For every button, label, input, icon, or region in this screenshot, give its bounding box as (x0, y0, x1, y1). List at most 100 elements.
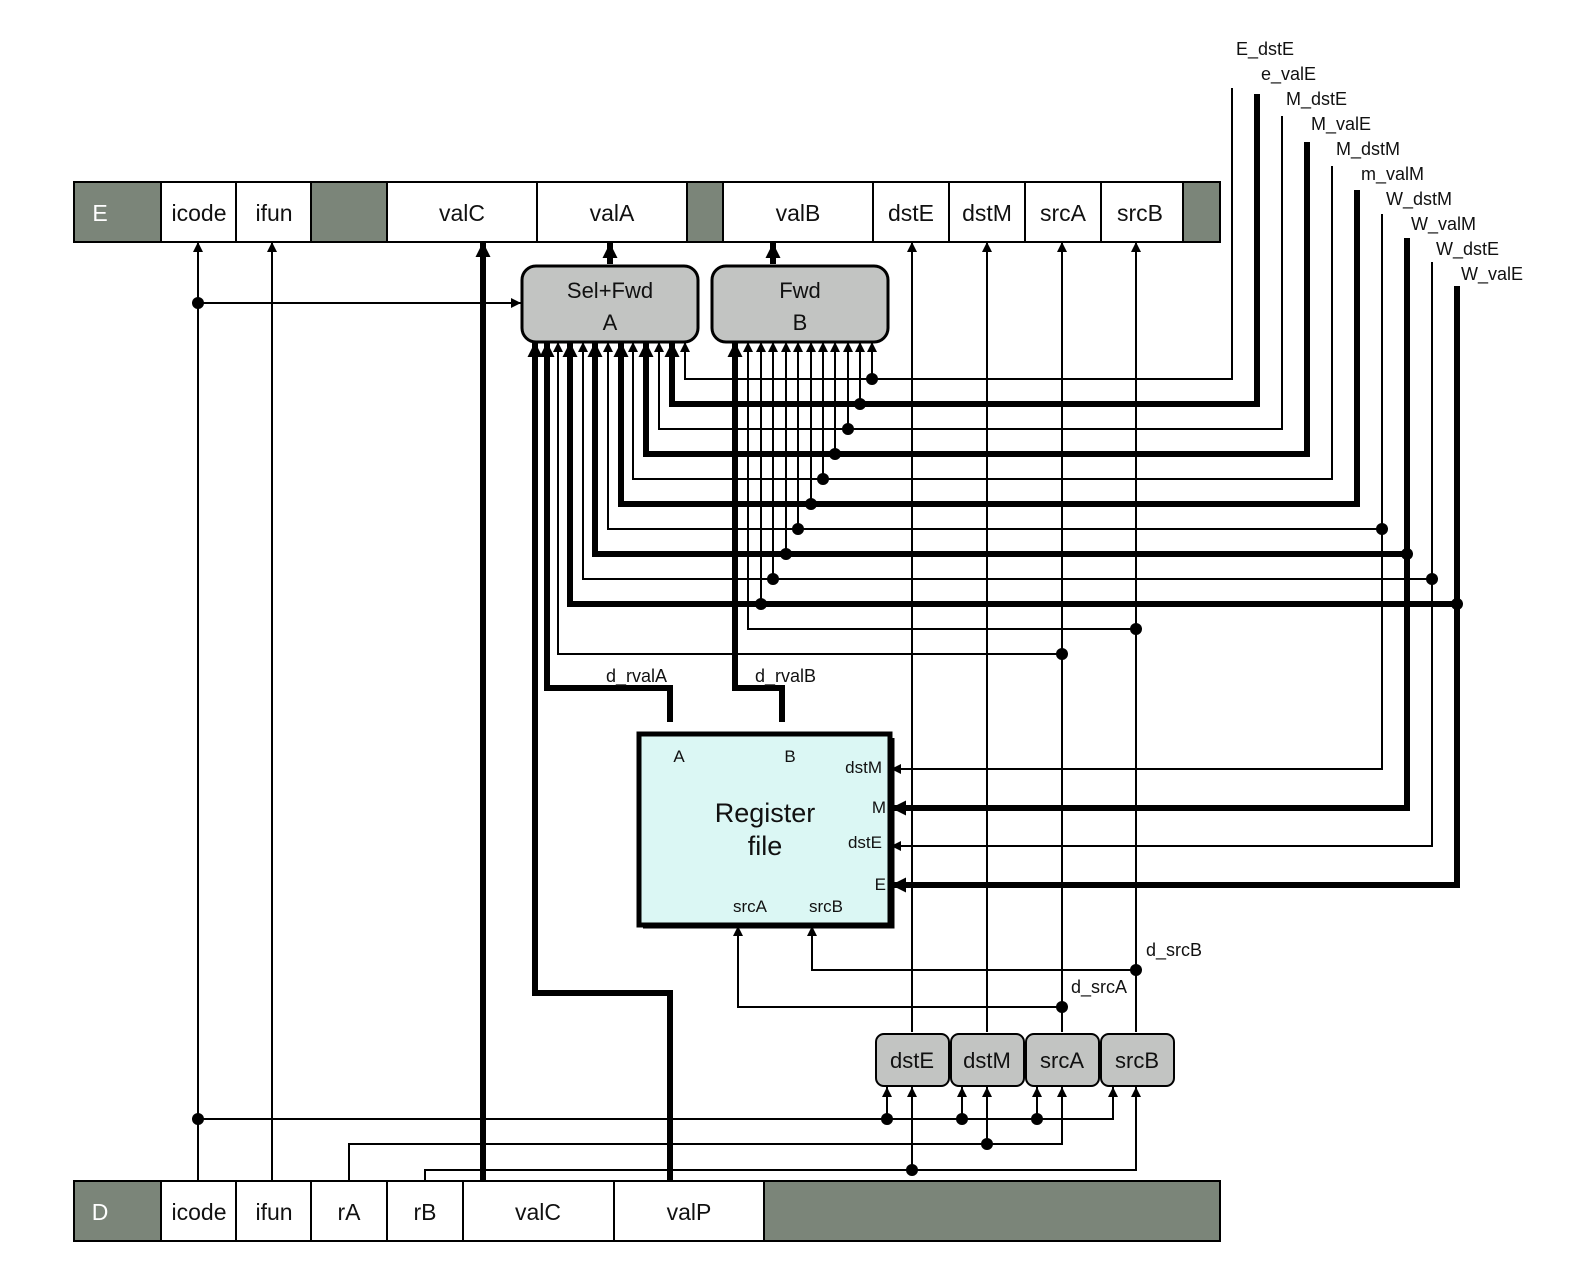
signal-W-dstE: W_dstE (1436, 239, 1499, 260)
wire-icode-to-decode (198, 1087, 1118, 1120)
signal-e-valE: e_valE (1261, 64, 1316, 85)
fwd-b-title: Fwd (779, 278, 821, 303)
wire-d-srcA (733, 926, 1062, 1008)
d-field-rB: rB (414, 1199, 437, 1225)
junction-dot (780, 548, 792, 560)
e-register-label-cell (73, 181, 162, 243)
junction-dot (956, 1113, 968, 1125)
decode-dstM-label: dstM (963, 1048, 1011, 1073)
signal-labels: E_dstE e_valE M_dstE M_valE M_dstM m_val… (606, 39, 1523, 998)
fwd-b-sub: B (793, 310, 808, 335)
d-field-rA: rA (338, 1199, 362, 1225)
signal-d-rvalB: d_rvalB (755, 666, 816, 687)
signal-M-dstM: M_dstM (1336, 139, 1400, 160)
d-field-valC: valC (515, 1199, 561, 1225)
e-field-valC: valC (439, 200, 485, 226)
junction-dot (767, 573, 779, 585)
wire-e-valE (664, 94, 1260, 407)
d-field-rA-cell (310, 1180, 388, 1242)
wire-W-dstM-a (603, 342, 1382, 530)
regfile-port-A: A (673, 747, 685, 766)
wire-rA (348, 1087, 1067, 1180)
wire-M-valE (638, 142, 1310, 457)
register-file-block: Register file A B dstM M dstE E srcA src… (636, 731, 895, 929)
d-field-valP: valP (667, 1199, 712, 1225)
e-field-dstE: dstE (888, 200, 934, 226)
regfile-port-E: E (875, 875, 886, 894)
wire-E-dstE (680, 88, 1233, 380)
signal-W-dstM: W_dstM (1386, 189, 1452, 210)
d-field-ifun: ifun (255, 1199, 292, 1225)
e-field-dstM: dstM (962, 200, 1012, 226)
decode-srcA-label: srcA (1040, 1048, 1084, 1073)
junction-dot (866, 373, 878, 385)
e-field-icode: icode (172, 200, 227, 226)
d-field-icode: icode (172, 1199, 227, 1225)
e-field-valA-cell (536, 181, 688, 243)
wire-W-valE-a (562, 342, 1457, 607)
regfile-port-srcB: srcB (809, 897, 843, 916)
junction-dot (1130, 964, 1142, 976)
junction-dot (1056, 1001, 1068, 1013)
junction-dot (829, 448, 841, 460)
regfile-port-dstE: dstE (848, 833, 882, 852)
wire-m-valM (613, 190, 1360, 507)
decode-srcB-label: srcB (1115, 1048, 1159, 1073)
wire-W-dstE (891, 262, 1433, 851)
junction-dot (192, 1113, 204, 1125)
signal-E-dstE: E_dstE (1236, 39, 1294, 60)
signal-W-valM: W_valM (1411, 214, 1476, 235)
signal-m-valM: m_valM (1361, 164, 1424, 185)
e-field-valC-cell (386, 181, 538, 243)
junction-dot (805, 498, 817, 510)
junction-dot (906, 1164, 918, 1176)
selfwd-a-sub: A (603, 310, 618, 335)
e-field-dstM-cell (948, 181, 1026, 243)
d-field-valC-cell (462, 1180, 615, 1242)
wires (193, 88, 1460, 1180)
wire-W-valM-a (587, 342, 1407, 557)
signal-W-valE: W_valE (1461, 264, 1523, 285)
e-field-valA: valA (590, 200, 635, 226)
e-field-srcA-cell (1024, 181, 1102, 243)
fwd-b-box (710, 264, 890, 344)
signal-M-dstE: M_dstE (1286, 89, 1347, 110)
wire-srcB-fwd (743, 342, 1136, 630)
d-register-labels: D icode ifun rA rB valC valP (92, 1199, 712, 1225)
wire-d-rvalB (727, 342, 785, 722)
regfile-port-srcA: srcA (733, 897, 768, 916)
d-field-valP-cell (613, 1180, 765, 1242)
d-pipeline-register (73, 1180, 1221, 1242)
junction-dot (1451, 598, 1463, 610)
signal-d-srcB: d_srcB (1146, 940, 1202, 961)
e-field-valB: valB (776, 200, 821, 226)
wire-W-dstE-a (578, 342, 1432, 580)
fwd-b-block: Fwd B (710, 264, 890, 344)
e-field-srcA: srcA (1040, 200, 1087, 226)
junction-dot (817, 473, 829, 485)
wire-W-dstM (891, 214, 1383, 774)
regfile-port-dstM: dstM (845, 758, 882, 777)
wire-srcA-fwd (553, 342, 1062, 655)
junction-dot (1056, 648, 1068, 660)
d-field-icode-cell (160, 1180, 237, 1242)
selfwd-a-title: Sel+Fwd (567, 278, 653, 303)
e-field-valB-cell (722, 181, 874, 243)
e-register-gap (310, 181, 388, 243)
e-register-name: E (92, 200, 107, 226)
decode-dstM-box (950, 1033, 1025, 1087)
junction-dot (1031, 1113, 1043, 1125)
register-file-title: Register (715, 798, 816, 828)
decode-logic-labels: dstE dstM srcA srcB (890, 1048, 1159, 1073)
register-file-box (636, 731, 893, 928)
junction-dot (981, 1138, 993, 1150)
junction-dots (192, 297, 1463, 1176)
wire-M-dstM (628, 166, 1333, 480)
signal-M-valE: M_valE (1311, 114, 1371, 135)
decode-logic-blocks (875, 1033, 1175, 1087)
d-register-name: D (92, 1199, 109, 1225)
e-field-dstE-cell (872, 181, 950, 243)
d-field-rB-cell (386, 1180, 464, 1242)
junction-dot (192, 297, 204, 309)
